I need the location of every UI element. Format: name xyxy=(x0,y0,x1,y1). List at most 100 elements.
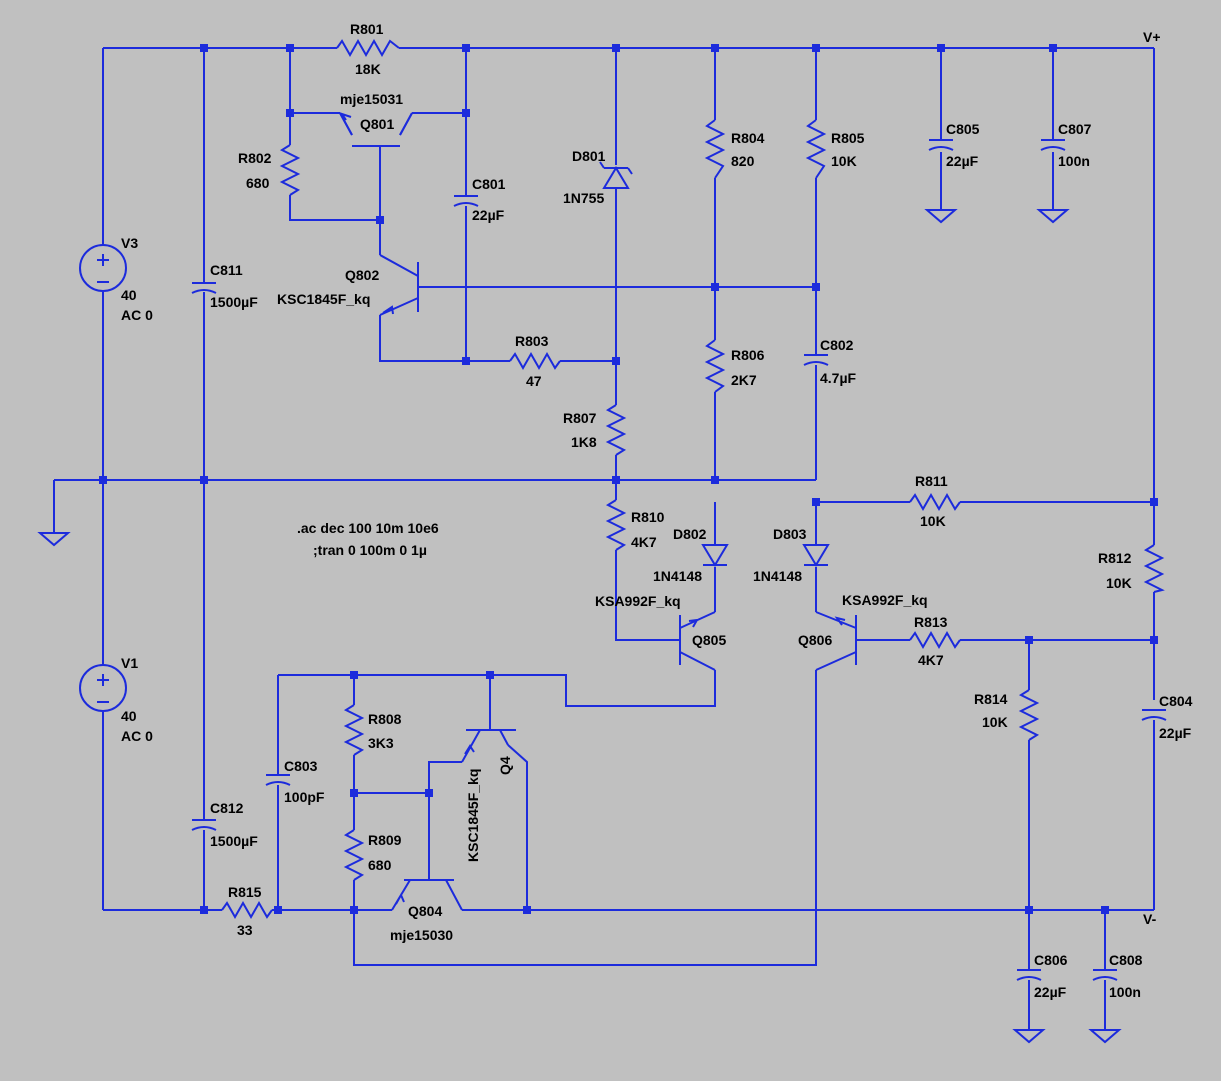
r813-ref: R813 xyxy=(914,614,948,630)
r801-value: 18K xyxy=(355,61,381,77)
r813-value: 4K7 xyxy=(918,652,944,668)
ground-symbols xyxy=(37,209,1122,1044)
r803-value: 47 xyxy=(526,373,542,389)
q802-ref: Q802 xyxy=(345,267,379,283)
r814-ref: R814 xyxy=(974,691,1008,707)
q802-symbol[interactable] xyxy=(379,254,419,316)
c808-ref: C808 xyxy=(1109,952,1143,968)
d803-symbol[interactable] xyxy=(802,544,830,567)
v3-ref: V3 xyxy=(121,235,138,251)
v3-ac: AC 0 xyxy=(121,307,153,323)
c801-value: 22µF xyxy=(472,207,505,223)
c803-ref: C803 xyxy=(284,758,318,774)
q4-value: KSC1845F_kq xyxy=(465,769,481,862)
r815-ref: R815 xyxy=(228,884,262,900)
d801-symbol[interactable] xyxy=(599,161,633,189)
r812-ref: R812 xyxy=(1098,550,1132,566)
c812-symbol[interactable] xyxy=(191,819,217,831)
q801-ref: Q801 xyxy=(360,116,394,132)
c804-value: 22µF xyxy=(1159,725,1192,741)
c811-ref: C811 xyxy=(210,262,243,278)
q802-value: KSC1845F_kq xyxy=(277,291,370,307)
ac-directive: .ac dec 100 10m 10e6 xyxy=(297,520,439,536)
r803-symbol[interactable] xyxy=(509,351,561,371)
q806-ref: Q806 xyxy=(798,632,832,648)
c806-ref: C806 xyxy=(1034,952,1068,968)
r808-ref: R808 xyxy=(368,711,402,727)
r801-ref: R801 xyxy=(350,21,384,37)
r811-ref: R811 xyxy=(915,473,948,489)
r807-ref: R807 xyxy=(563,410,597,426)
c806-value: 22µF xyxy=(1034,984,1067,1000)
v1-ac: AC 0 xyxy=(121,728,153,744)
c801-ref: C801 xyxy=(472,176,506,192)
r802-value: 680 xyxy=(246,175,270,191)
v1-symbol[interactable] xyxy=(79,664,127,712)
r806-symbol[interactable] xyxy=(704,339,726,393)
q801-symbol[interactable] xyxy=(339,112,413,147)
r804-ref: R804 xyxy=(731,130,765,146)
r802-ref: R802 xyxy=(238,150,272,166)
c803-value: 100pF xyxy=(284,789,325,805)
d801-value: 1N755 xyxy=(563,190,604,206)
r805-ref: R805 xyxy=(831,130,865,146)
c801-symbol[interactable] xyxy=(453,195,479,207)
v1-value: 40 xyxy=(121,708,137,724)
r807-value: 1K8 xyxy=(571,434,597,450)
c807-symbol[interactable] xyxy=(1040,139,1066,151)
r801-symbol[interactable] xyxy=(336,38,400,58)
r811-value: 10K xyxy=(920,513,946,529)
r813-symbol[interactable] xyxy=(909,630,961,650)
r815-symbol[interactable] xyxy=(221,900,273,920)
c804-ref: C804 xyxy=(1159,693,1193,709)
r804-symbol[interactable] xyxy=(704,119,726,179)
q4-symbol[interactable] xyxy=(461,729,516,763)
c806-symbol[interactable] xyxy=(1016,969,1042,981)
r802-symbol[interactable] xyxy=(279,144,301,196)
q805-value: KSA992F_kq xyxy=(595,593,681,609)
c807-value: 100n xyxy=(1058,153,1090,169)
r811-symbol[interactable] xyxy=(909,492,961,512)
c805-ref: C805 xyxy=(946,121,980,137)
d802-symbol[interactable] xyxy=(701,544,729,567)
c808-value: 100n xyxy=(1109,984,1141,1000)
vplus-label: V+ xyxy=(1143,29,1161,45)
r810-value: 4K7 xyxy=(631,534,657,550)
r809-value: 680 xyxy=(368,857,392,873)
q801-value: mje15031 xyxy=(340,91,403,107)
r807-symbol[interactable] xyxy=(605,404,627,456)
c811-symbol[interactable] xyxy=(191,282,217,294)
r810-ref: R810 xyxy=(631,509,665,525)
q805-symbol[interactable] xyxy=(679,611,716,671)
q806-symbol[interactable] xyxy=(815,611,857,671)
r805-symbol[interactable] xyxy=(805,119,827,179)
v3-value: 40 xyxy=(121,287,137,303)
r808-symbol[interactable] xyxy=(343,704,365,756)
c805-symbol[interactable] xyxy=(928,139,954,151)
d803-ref: D803 xyxy=(773,526,807,542)
c803-symbol[interactable] xyxy=(265,774,291,786)
r808-value: 3K3 xyxy=(368,735,394,751)
c802-symbol[interactable] xyxy=(803,354,829,366)
r809-symbol[interactable] xyxy=(343,829,365,881)
c805-value: 22µF xyxy=(946,153,979,169)
r810-symbol[interactable] xyxy=(605,499,627,551)
v1-ref: V1 xyxy=(121,655,138,671)
q804-ref: Q804 xyxy=(408,903,442,919)
q4-ref: Q4 xyxy=(497,756,513,775)
r814-symbol[interactable] xyxy=(1018,689,1040,741)
c808-symbol[interactable] xyxy=(1092,969,1118,981)
r814-value: 10K xyxy=(982,714,1008,730)
r815-value: 33 xyxy=(237,922,253,938)
labels: V+ V- R801 18K R802 680 R803 47 R804 820… xyxy=(121,21,1193,1000)
d803-value: 1N4148 xyxy=(753,568,802,584)
c812-value: 1500µF xyxy=(210,833,258,849)
d802-value: 1N4148 xyxy=(653,568,702,584)
q805-ref: Q805 xyxy=(692,632,726,648)
c804-symbol[interactable] xyxy=(1141,709,1167,721)
vminus-label: V- xyxy=(1143,911,1157,927)
r804-value: 820 xyxy=(731,153,755,169)
r812-symbol[interactable] xyxy=(1143,544,1165,593)
v3-symbol[interactable] xyxy=(79,244,127,292)
q804-symbol[interactable] xyxy=(391,879,463,911)
